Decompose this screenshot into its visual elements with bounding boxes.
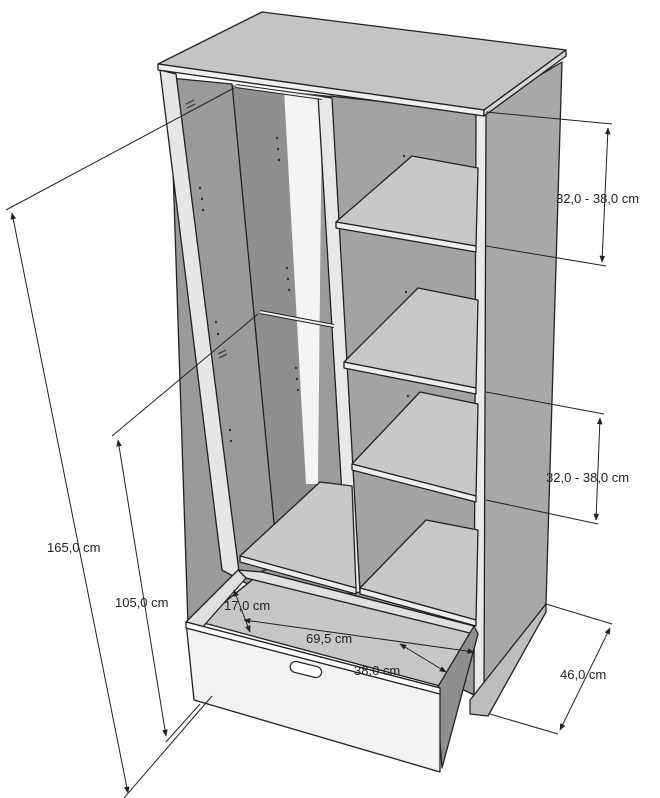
drawer-handle — [289, 660, 323, 679]
middle-shelf-extension-bottom — [485, 499, 599, 525]
drawer-height-label: 17,0 cm — [224, 598, 270, 613]
depth-dimension-line — [559, 627, 611, 731]
hanging-height-extension-top — [111, 313, 259, 437]
upper-shelf-spacing-label: 32,0 - 38,0 cm — [556, 191, 639, 206]
upper-shelf-extension-bottom — [485, 245, 607, 267]
hinge-marks — [185, 99, 228, 359]
hanging-height-extension-bottom — [165, 703, 201, 743]
drawer-depth-dimension-line — [399, 643, 447, 673]
shelf-pin-holes — [198, 136, 410, 443]
shelf-2 — [343, 287, 479, 395]
depth-label: 46,0 cm — [560, 667, 606, 682]
depth-extension-top — [545, 603, 613, 625]
plinth — [469, 603, 547, 717]
right-side-panel — [477, 61, 563, 697]
total-height-extension-top — [5, 87, 235, 211]
middle-shelf-spacing-label: 32,0 - 38,0 cm — [546, 470, 629, 485]
drawer-width-label: 69,5 cm — [306, 631, 352, 646]
total-height-extension-bottom — [123, 695, 213, 798]
hanging-rails — [235, 84, 335, 328]
bottom-shelf-left — [239, 481, 357, 595]
middle-shelf-dimension-line — [593, 417, 603, 521]
drawer-depth-label: 38,0 cm — [354, 663, 400, 678]
hanging-space-light — [284, 90, 322, 484]
upper-shelf-dimension-line — [599, 127, 611, 263]
hanging-height-label: 105,0 cm — [115, 595, 168, 610]
top-board-side — [483, 49, 567, 117]
total-height-dimension-line — [10, 212, 130, 794]
hanging-height-dimension-line — [116, 439, 168, 737]
shelf-3 — [351, 391, 479, 503]
bottom-shelf-right — [359, 519, 479, 627]
depth-extension-bottom — [489, 713, 559, 735]
upper-shelf-extension-top — [485, 111, 613, 125]
dimension-labels: 165,0 cm 105,0 cm 32,0 - 38,0 cm 32,0 - … — [47, 191, 639, 682]
shelf-1 — [335, 155, 479, 253]
shelves — [239, 155, 479, 627]
dimension-lines — [5, 87, 613, 798]
middle-shelf-extension-top — [485, 391, 605, 415]
total-height-label: 165,0 cm — [47, 540, 100, 555]
